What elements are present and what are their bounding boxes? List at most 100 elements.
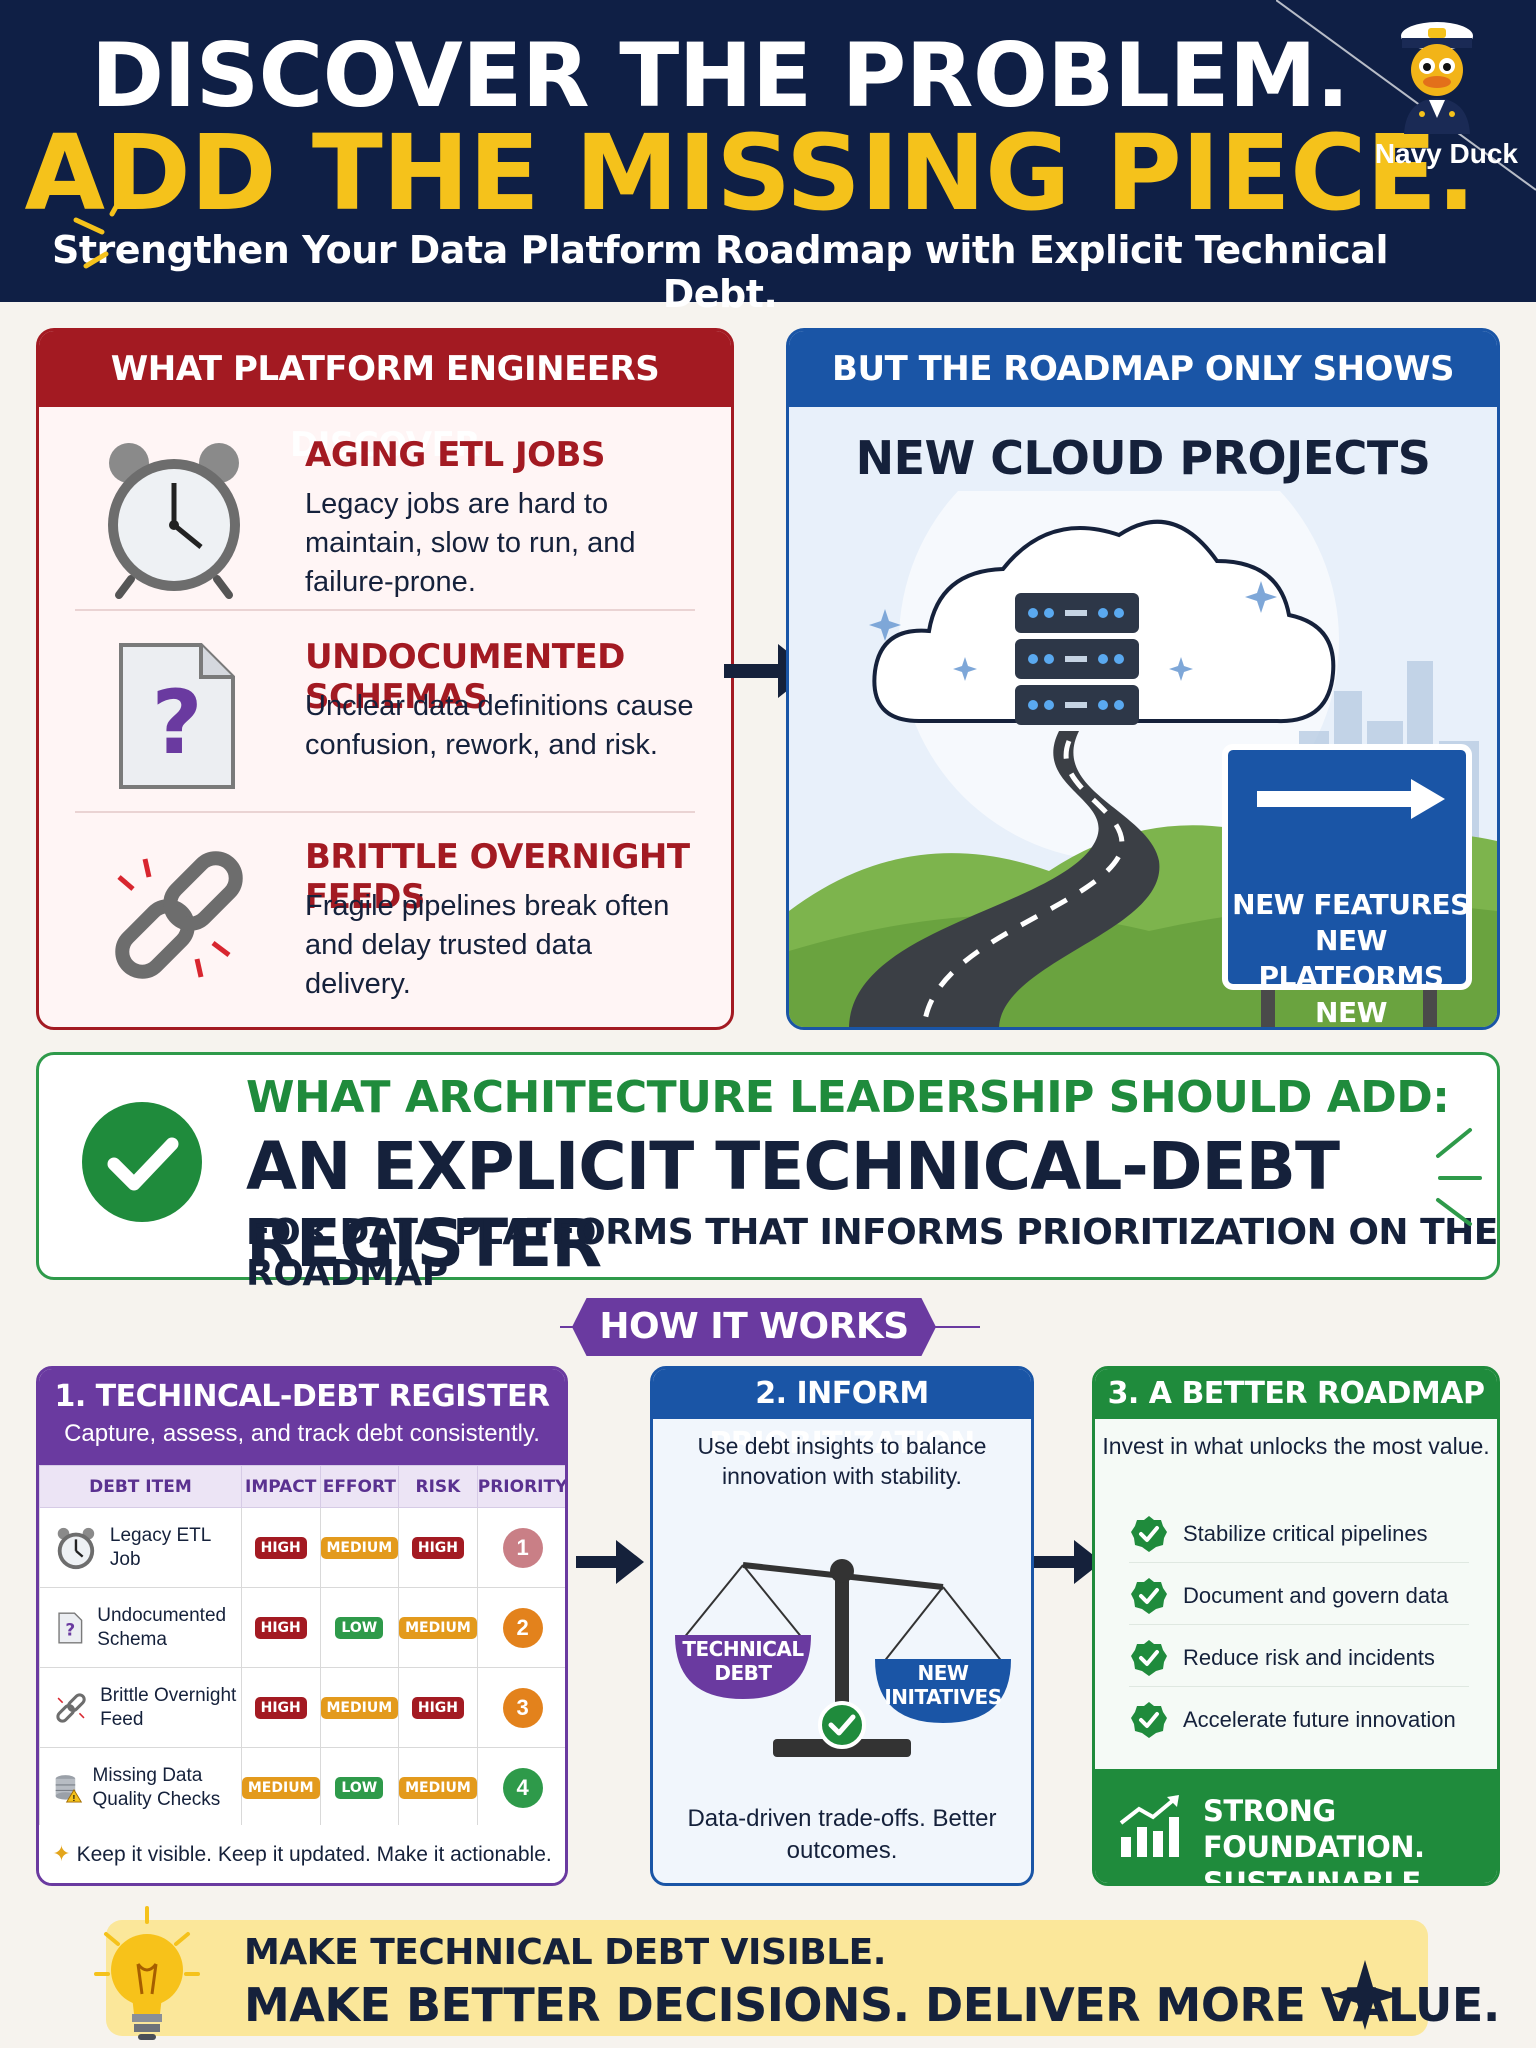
headline-subtitle: Strengthen Your Data Platform Roadmap wi… bbox=[52, 228, 1388, 316]
bottom-line1: MAKE TECHNICAL DEBT VISIBLE. bbox=[244, 1932, 886, 1973]
step3-footer: STRONG FOUNDATION. SUSTAINABLE GROWTH. bbox=[1095, 1769, 1497, 1883]
divider bbox=[75, 811, 695, 813]
column-header: EFFORT bbox=[319, 1465, 400, 1508]
navy-duck-mascot-icon bbox=[1401, 22, 1473, 134]
database-warning-icon: ! bbox=[55, 1774, 83, 1802]
svg-text:?: ? bbox=[65, 1619, 75, 1639]
priority-badge: 4 bbox=[502, 1767, 543, 1808]
step1-footer: ✦ Keep it visible. Keep it updated. Make… bbox=[39, 1825, 565, 1883]
svg-text:!: ! bbox=[73, 1792, 76, 1802]
step1-title: 1. TECHINCAL-DEBT REGISTER bbox=[54, 1379, 550, 1414]
footer-line: SUSTAINABLE GROWTH. bbox=[1203, 1866, 1421, 1886]
priority-badge: 1 bbox=[502, 1527, 543, 1568]
footer-line: STRONG FOUNDATION. bbox=[1203, 1794, 1425, 1864]
list-item: Stabilize critical pipelines bbox=[1129, 1505, 1469, 1563]
discover-item-desc: Legacy jobs are hard to maintain, slow t… bbox=[305, 488, 636, 598]
table-row: Brittle Overnight Feed HIGH MEDIUM HIGH … bbox=[39, 1667, 565, 1748]
scale-left-label: TECHNICAL DEBT bbox=[682, 1637, 804, 1685]
discover-item-brittle-feeds: BRITTLE OVERNIGHT FEEDS Fragile pipeline… bbox=[39, 811, 731, 1011]
broken-chain-icon bbox=[115, 851, 243, 979]
cloud-road-illustration bbox=[789, 491, 1497, 1027]
column-header: DEBT ITEM bbox=[39, 1465, 242, 1508]
roadmap-panel-title: BUT THE ROADMAP ONLY SHOWS bbox=[789, 331, 1497, 407]
debt-item-label: Brittle Overnight Feed bbox=[100, 1684, 237, 1730]
benefit-label: Reduce risk and incidents bbox=[1183, 1644, 1435, 1670]
effort-badge: LOW bbox=[335, 1617, 384, 1639]
discover-item-aging-etl: AGING ETL JOBS Legacy jobs are hard to m… bbox=[39, 409, 731, 609]
balance-scale-icon bbox=[675, 1559, 1011, 1757]
arrow-right-icon bbox=[1034, 1540, 1102, 1584]
effort-badge: LOW bbox=[335, 1777, 384, 1799]
bottom-line2: MAKE BETTER DECISIONS. DELIVER MORE VALU… bbox=[244, 1978, 1500, 2032]
sign-line: NEW INITIATIVES bbox=[1315, 996, 1387, 1029]
discover-item-title: BRITTLE OVERNIGHT FEEDS bbox=[305, 837, 690, 917]
step2-desc: Use debt insights to balance innovation … bbox=[697, 1433, 987, 1489]
risk-badge: HIGH bbox=[411, 1697, 464, 1719]
step1-header: 1. TECHINCAL-DEBT REGISTER Capture, asse… bbox=[39, 1369, 565, 1465]
headline-line2: ADD THE MISSING PIECE. bbox=[24, 112, 1476, 234]
debt-item-label: Undocumented Schema bbox=[97, 1604, 227, 1650]
broken-chain-icon bbox=[56, 1692, 86, 1723]
debt-item-label: Legacy ETL Job bbox=[109, 1524, 211, 1570]
risk-badge: HIGH bbox=[411, 1537, 464, 1559]
server-icon bbox=[1015, 593, 1139, 725]
architecture-callout bbox=[36, 1052, 1500, 1280]
question-document-icon: ? bbox=[58, 1611, 83, 1644]
list-item: Document and govern data bbox=[1129, 1567, 1469, 1625]
question-document-icon: ? bbox=[119, 643, 235, 789]
column-header: PRIORITY bbox=[476, 1465, 565, 1508]
column-header: IMPACT bbox=[240, 1465, 321, 1508]
discover-item-undocumented: ? UNDOCUMENTED SCHEMAS Unclear data defi… bbox=[39, 611, 731, 811]
debt-register-table: DEBT ITEM IMPACT EFFORT RISK PRIORITY Le… bbox=[39, 1465, 565, 1828]
step3-title: 3. A BETTER ROADMAP bbox=[1095, 1369, 1497, 1419]
discover-item-title: UNDOCUMENTED SCHEMAS bbox=[305, 637, 625, 717]
step2-prioritization-card: 2. INFORM PRIORITIZATION Use debt insigh… bbox=[650, 1366, 1034, 1886]
architecture-heading: WHAT ARCHITECTURE LEADERSHIP SHOULD ADD: bbox=[246, 1072, 1450, 1123]
table-header-row: DEBT ITEM IMPACT EFFORT RISK PRIORITY bbox=[39, 1465, 565, 1508]
debt-item-label: Missing Data Quality Checks bbox=[92, 1764, 221, 1810]
lightbulb-icon bbox=[94, 1906, 200, 2040]
scale-right-label: NEW INITATIVES bbox=[884, 1661, 1002, 1709]
discover-panel: WHAT PLATFORM ENGINEERS DISCOVER AGING E… bbox=[36, 328, 734, 1030]
step1-subtitle: Capture, assess, and track debt consiste… bbox=[64, 1420, 540, 1447]
benefit-label: Document and govern data bbox=[1183, 1582, 1449, 1608]
risk-badge: MEDIUM bbox=[399, 1617, 477, 1639]
headline-line1: DISCOVER THE PROBLEM. bbox=[90, 24, 1350, 127]
impact-badge: HIGH bbox=[254, 1697, 307, 1719]
brand-label: Navy Duck bbox=[1374, 138, 1518, 169]
roadmap-subtitle: NEW CLOUD PROJECTS bbox=[855, 431, 1431, 485]
impact-badge: MEDIUM bbox=[241, 1777, 320, 1799]
priority-badge: 2 bbox=[502, 1607, 543, 1648]
alarm-clock-icon bbox=[57, 1527, 95, 1569]
bottom-banner bbox=[106, 1920, 1428, 2036]
spark-lines-icon bbox=[1436, 1128, 1482, 1226]
impact-badge: HIGH bbox=[254, 1537, 307, 1559]
discover-panel-title: WHAT PLATFORM ENGINEERS DISCOVER bbox=[39, 331, 731, 465]
effort-badge: MEDIUM bbox=[320, 1537, 399, 1559]
step1-register-card: 1. TECHINCAL-DEBT REGISTER Capture, asse… bbox=[36, 1366, 568, 1886]
roadmap-panel: BUT THE ROADMAP ONLY SHOWS NEW CLOUD PRO… bbox=[786, 328, 1500, 1030]
column-header: RISK bbox=[398, 1465, 478, 1508]
arrow-right-icon bbox=[576, 1540, 644, 1584]
check-badge-icon bbox=[1131, 1702, 1167, 1738]
discover-item-title: AGING ETL JOBS bbox=[305, 435, 605, 475]
effort-badge: MEDIUM bbox=[320, 1697, 399, 1719]
priority-badge: 3 bbox=[502, 1687, 543, 1728]
discover-item-desc: Fragile pipelines break often and delay … bbox=[305, 890, 670, 1000]
table-row: ! Missing Data Quality Checks MEDIUM LOW… bbox=[39, 1747, 565, 1828]
growth-chart-icon bbox=[1119, 1795, 1179, 1857]
roadmap-sign-text: NEW FEATURES NEW PLATFORMS NEW INITIATIV… bbox=[1229, 887, 1473, 1029]
list-item: Reduce risk and incidents bbox=[1129, 1629, 1469, 1687]
how-it-works-banner: HOW IT WORKS bbox=[572, 1298, 936, 1356]
sparkle-star-icon bbox=[1330, 1960, 1400, 2030]
step2-footer: Data-driven trade-offs. Better outcomes. bbox=[687, 1805, 997, 1864]
step3-footer-text: STRONG FOUNDATION. SUSTAINABLE GROWTH. bbox=[1203, 1793, 1497, 1886]
check-circle-icon bbox=[82, 1102, 202, 1222]
architecture-subtitle: FOR DATA PLATFORMS THAT INFORMS PRIORITI… bbox=[246, 1212, 1498, 1294]
spark-lines-icon bbox=[73, 179, 133, 269]
step3-roadmap-card: 3. A BETTER ROADMAP Invest in what unloc… bbox=[1092, 1366, 1500, 1886]
check-badge-icon bbox=[1131, 1639, 1167, 1676]
divider bbox=[75, 609, 695, 611]
discover-item-desc: Unclear data definitions cause confusion… bbox=[305, 690, 694, 761]
step3-desc: Invest in what unlocks the most value. bbox=[1102, 1433, 1490, 1459]
